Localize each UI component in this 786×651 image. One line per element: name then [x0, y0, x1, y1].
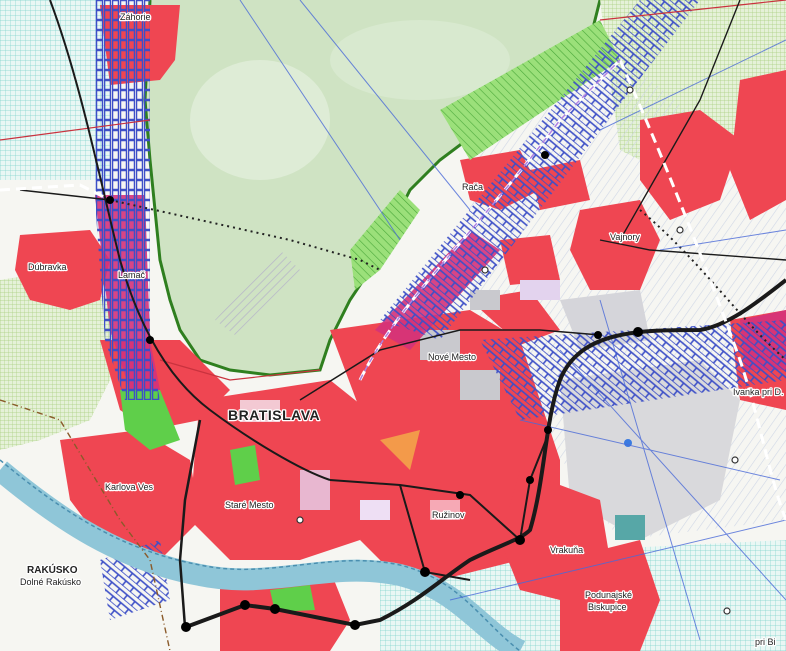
rail-stations: [106, 151, 643, 632]
forest-clearing: [190, 60, 330, 180]
planned-road-purple: [359, 59, 621, 381]
junction-markers: [296, 86, 739, 615]
label-dolne-rakusko: Dolné Rakúsko: [20, 577, 81, 587]
label-raca: Rača: [462, 182, 483, 192]
label-ruzinov: Ružinov: [432, 510, 465, 520]
forest-clearing: [330, 20, 510, 100]
park-areas: [120, 20, 620, 612]
city-boundary-east: [639, 209, 786, 361]
label-dubravka: Dúbravka: [28, 262, 67, 272]
label-rakusko: RAKÚSKO: [27, 563, 78, 576]
label-podunajske: Podunajské: [585, 590, 632, 600]
utility-lines: [239, 0, 786, 641]
label-top: Záhorie: [120, 12, 151, 22]
state-border: [0, 399, 171, 651]
forest-hatched-strip: [215, 250, 300, 335]
danube-river: [0, 461, 526, 651]
label-stare-mesto: Staré Mesto: [225, 500, 274, 510]
label-corner: pri Bi: [755, 637, 776, 647]
label-biskupice: Biskupice: [588, 602, 627, 612]
railway-lines: [19, 0, 786, 629]
label-vajnory: Vajnory: [610, 232, 640, 242]
road-network: [0, 0, 786, 381]
label-vrakuna: Vrakuňa: [550, 545, 583, 555]
label-ivanka: Ivanka pri D.: [733, 387, 784, 397]
agricultural-grid-left: [0, 270, 120, 450]
city-boundary: [109, 199, 381, 271]
floodplain-area: [0, 0, 110, 180]
label-lamac: Lamač: [118, 270, 146, 280]
label-bratislava: BRATISLAVA: [228, 407, 320, 423]
danube-river-edge: [0, 459, 521, 651]
label-nove-mesto: Nové Mesto: [428, 352, 476, 362]
label-karlova-ves: Karlova Ves: [105, 482, 154, 492]
